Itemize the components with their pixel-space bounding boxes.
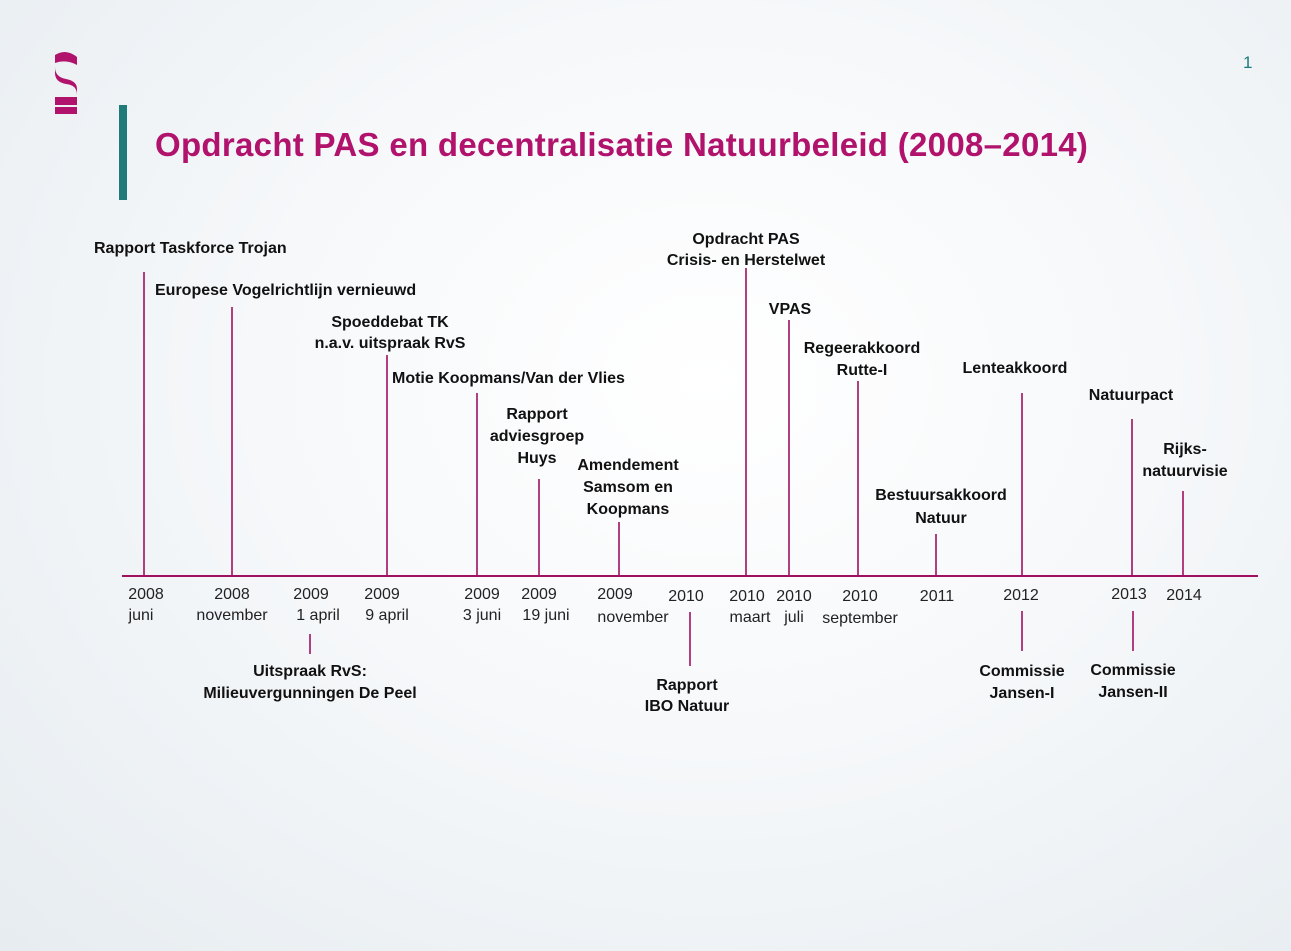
tick-year-label: 2010 — [842, 588, 878, 605]
tick-year-label: 2009 — [521, 586, 557, 603]
tick-year-label: 2010 — [729, 588, 765, 605]
tick-sub-label: 9 april — [365, 607, 409, 624]
tick-sub-label: 3 juni — [463, 607, 501, 624]
tick-year-label: 2009 — [597, 586, 633, 603]
event-label: Koopmans — [587, 501, 670, 518]
tick-year-label: 2008 — [128, 586, 164, 603]
tick-sub-label: november — [597, 609, 669, 626]
page-title: Opdracht PAS en decentralisatie Natuurbe… — [155, 126, 1089, 163]
event-label: Motie Koopmans/Van der Vlies — [392, 370, 625, 387]
tick-sub-label: juli — [783, 609, 804, 626]
tick-year-label: 2010 — [776, 588, 812, 605]
event-label: Amendement — [577, 457, 679, 474]
event-label: n.a.v. uitspraak RvS — [315, 335, 466, 352]
event-label: Rapport — [656, 677, 718, 694]
tick-sub-label: november — [196, 607, 268, 624]
event-label: Commissie — [979, 663, 1064, 680]
event-label: Commissie — [1090, 662, 1175, 679]
event-label: Opdracht PAS — [692, 231, 800, 248]
event-label: Europese Vogelrichtlijn vernieuwd — [155, 282, 416, 299]
slide — [10, 10, 1290, 950]
event-label: adviesgroep — [490, 428, 584, 445]
event-label: natuurvisie — [1142, 463, 1227, 480]
sz-logo-icon — [55, 51, 77, 114]
event-label: Jansen-I — [990, 685, 1055, 702]
event-label: Huys — [517, 450, 556, 467]
tick-year-label: 2010 — [668, 588, 704, 605]
tick-sub-label: juni — [128, 607, 154, 624]
event-label: Crisis- en Herstelwet — [667, 252, 826, 269]
tick-year-label: 2013 — [1111, 586, 1147, 603]
event-label: Regeerakkoord — [804, 340, 921, 357]
page-number: 1 — [1243, 53, 1253, 72]
event-label: IBO Natuur — [645, 698, 729, 715]
event-label: Bestuursakkoord — [875, 487, 1007, 504]
tick-year-label: 2011 — [920, 588, 955, 605]
tick-sub-label: maart — [730, 609, 771, 626]
event-label: VPAS — [769, 301, 812, 318]
event-label: Rapport Taskforce Trojan — [94, 240, 287, 257]
tick-year-label: 2014 — [1166, 587, 1202, 604]
tick-year-label: 2009 — [293, 586, 329, 603]
tick-sub-label: 1 april — [296, 607, 340, 624]
event-label: Rijks- — [1163, 441, 1207, 458]
tick-year-label: 2012 — [1003, 587, 1039, 604]
event-label: Rutte-I — [837, 362, 888, 379]
event-label: Spoeddebat TK — [331, 314, 449, 331]
event-label: Jansen-II — [1098, 684, 1167, 701]
event-label: Natuurpact — [1089, 387, 1174, 404]
tick-year-label: 2008 — [214, 586, 250, 603]
tick-year-label: 2009 — [364, 586, 400, 603]
event-label: Milieuvergunningen De Peel — [203, 685, 416, 702]
tick-sub-label: 19 juni — [522, 607, 569, 624]
event-label: Lenteakkoord — [963, 360, 1068, 377]
event-label: Natuur — [915, 510, 967, 527]
event-label: Samsom en — [583, 479, 673, 496]
tick-year-label: 2009 — [464, 586, 500, 603]
title-accent-bar — [119, 105, 127, 200]
event-label: Rapport — [506, 406, 568, 423]
event-label: Uitspraak RvS: — [253, 663, 367, 680]
tick-sub-label: september — [822, 610, 898, 627]
